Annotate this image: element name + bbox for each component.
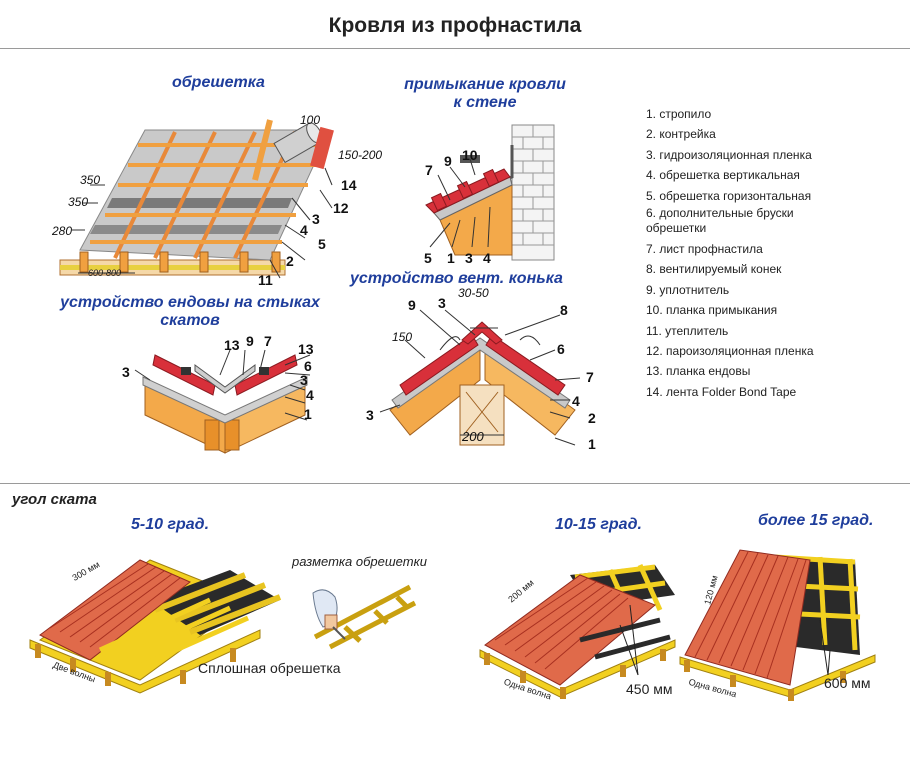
valley-num-3-right: 3 <box>300 372 308 388</box>
lathing-num-4: 4 <box>300 222 308 238</box>
ridge-num-4: 4 <box>572 393 580 409</box>
lathing-num-3: 3 <box>312 211 320 227</box>
legend-item: 5. обрешетка горизонтальная <box>646 188 812 203</box>
angle-5-10: 5-10 град. <box>131 516 210 533</box>
ridge-num-9: 9 <box>408 297 416 313</box>
dim-350-a: 350 <box>80 173 101 187</box>
dim-600-800: 600-800 <box>88 268 122 278</box>
wall-junction-diagram <box>425 124 555 261</box>
legend-item: 9. уплотнитель <box>646 282 730 297</box>
legend-item: 4. обрешетка вертикальная <box>646 168 800 183</box>
legend-list: 1. стропило 2. контрейка 3. гидроизоляци… <box>646 104 896 402</box>
middle-divider <box>0 483 910 484</box>
label-600mm: 600 мм <box>824 675 871 691</box>
page-title: Кровля из профнастила <box>328 14 582 37</box>
legend-item: 1. стропило <box>646 107 712 121</box>
legend-item: 7. лист профнастила <box>646 242 763 257</box>
legend-item: 2. контрейка <box>646 127 716 142</box>
legend-item: 14. лента Folder Bond Tape <box>646 384 797 399</box>
legend-item: 6. дополнительные бруски обрешетки <box>646 206 794 236</box>
ridge-dim-200: 200 <box>462 429 484 444</box>
roof-5-10-illustration <box>29 559 282 694</box>
top-divider <box>0 48 910 49</box>
ridge-num-6: 6 <box>557 341 565 357</box>
wall-junction-heading: примыкание кровли к стене <box>404 76 566 111</box>
wall-num-4: 4 <box>483 250 491 266</box>
label-450mm: 450 мм <box>626 681 673 697</box>
lathing-num-11: 11 <box>258 272 273 288</box>
ridge-num-8: 8 <box>560 302 568 318</box>
ridge-num-7: 7 <box>586 369 594 385</box>
dim-100: 100 <box>300 113 321 127</box>
wall-num-7: 7 <box>425 162 433 178</box>
valley-num-4: 4 <box>306 387 314 403</box>
lathing-num-12: 12 <box>333 200 349 216</box>
valley-num-7: 7 <box>264 333 272 349</box>
lathing-num-5: 5 <box>318 236 326 252</box>
ridge-num-3-left: 3 <box>366 407 374 423</box>
valley-num-3-left: 3 <box>122 364 130 380</box>
valley-num-1: 1 <box>304 406 312 422</box>
ridge-num-2: 2 <box>588 410 596 426</box>
dim-150-200: 150-200 <box>338 148 383 162</box>
legend-item: 12. пароизоляционная пленка <box>646 344 814 359</box>
valley-num-9: 9 <box>246 333 254 349</box>
roof-10-15-illustration <box>479 563 676 699</box>
lathing-num-14: 14 <box>341 177 357 193</box>
ridge-dim-30-50: 30-50 <box>458 286 489 300</box>
legend-item: 11. утеплитель <box>646 323 729 338</box>
ridge-dim-150: 150 <box>392 330 413 344</box>
wall-num-1: 1 <box>447 250 455 266</box>
roof-over-15-illustration <box>679 549 876 701</box>
lathing-num-2: 2 <box>286 253 294 269</box>
ridge-num-1: 1 <box>588 436 596 452</box>
legend-item: 13. планка ендовы <box>646 364 751 379</box>
wall-num-9: 9 <box>444 153 452 169</box>
legend-item: 8. вентилируемый конек <box>646 262 782 277</box>
valley-diagram <box>134 349 311 454</box>
wall-num-5: 5 <box>424 250 432 266</box>
lathing-heading: обрешетка <box>172 74 265 91</box>
angle-over-15: более 15 град. <box>758 512 874 529</box>
valley-num-6: 6 <box>304 358 312 374</box>
marking-illustration <box>312 584 417 650</box>
dim-280: 280 <box>52 224 73 238</box>
legend-item: 3. гидроизоляционная пленка <box>646 147 812 162</box>
ridge-diagram <box>379 309 581 446</box>
legend-item: 10. планка примыкания <box>646 303 778 318</box>
label-solid-lathing: Сплошная обрешетка <box>198 660 341 676</box>
valley-num-13-b: 13 <box>298 341 314 357</box>
dim-350-b: 350 <box>68 195 89 209</box>
valley-heading: устройство ендовы на стыках скатов <box>60 294 320 329</box>
wall-num-10: 10 <box>462 147 478 163</box>
ridge-heading: устройство вент. конька <box>350 270 563 287</box>
slope-heading: угол ската <box>12 491 97 508</box>
valley-num-13-a: 13 <box>224 337 240 353</box>
ridge-num-3-top: 3 <box>438 295 446 311</box>
lathing-diagram <box>59 119 334 279</box>
angle-10-15: 10-15 град. <box>555 516 642 533</box>
label-marking: разметка обрешетки <box>292 554 427 569</box>
wall-num-3: 3 <box>465 250 473 266</box>
